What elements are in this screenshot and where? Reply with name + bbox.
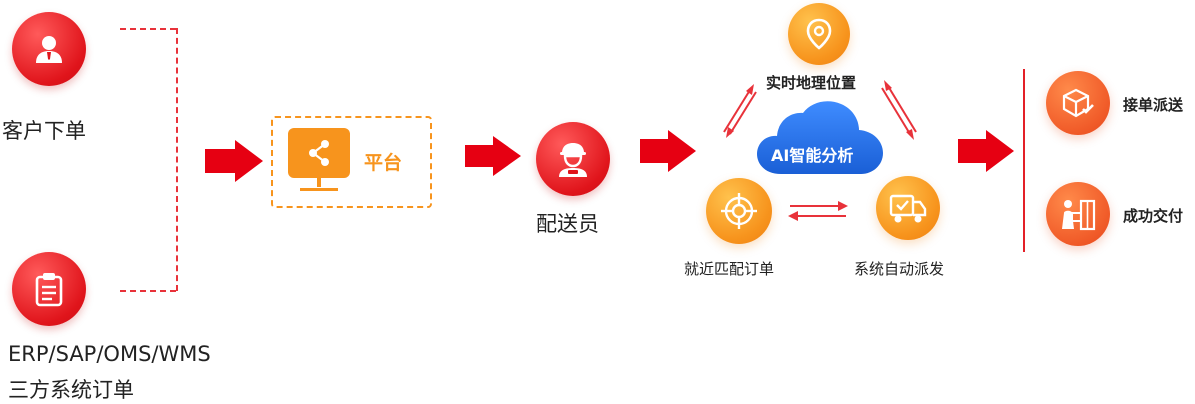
truck-icon xyxy=(889,194,927,223)
location-label: 实时地理位置 xyxy=(766,74,857,92)
arrow-to-platform xyxy=(205,140,263,182)
dispatch-circle xyxy=(876,176,940,240)
match-circle xyxy=(706,178,772,244)
connector-bottom xyxy=(120,290,176,292)
arrows-location-dispatch xyxy=(881,80,917,140)
share-icon xyxy=(309,140,329,166)
courier-icon xyxy=(559,143,587,177)
arrows-match-dispatch xyxy=(788,201,848,221)
arrows-match-location xyxy=(723,84,757,138)
connector-vertical xyxy=(176,28,178,291)
monitor-stand-icon xyxy=(300,178,338,191)
crosshair-icon xyxy=(721,193,757,229)
accept-circle xyxy=(1046,71,1110,135)
location-circle xyxy=(788,3,850,65)
clipboard-icon xyxy=(35,273,63,307)
platform-icon-tile xyxy=(288,128,350,178)
deliver-circle xyxy=(1046,182,1110,246)
delivery-person-icon xyxy=(1062,199,1096,231)
ai-cloud-icon xyxy=(757,101,883,174)
erp-label-line1: ERP/SAP/OMS/WMS xyxy=(8,342,211,366)
deliver-label: 成功交付 xyxy=(1123,207,1184,225)
dispatch-label: 系统自动派发 xyxy=(854,260,945,278)
results-divider xyxy=(1023,69,1025,252)
arrow-to-ai xyxy=(640,130,696,172)
arrow-to-courier xyxy=(465,136,521,176)
ai-cloud-label: AI智能分析 xyxy=(771,146,854,165)
package-check-icon xyxy=(1062,88,1094,118)
user-icon xyxy=(36,36,62,63)
platform-box xyxy=(271,116,432,208)
erp-circle xyxy=(12,252,86,326)
courier-label: 配送员 xyxy=(536,212,599,236)
courier-circle xyxy=(536,122,610,196)
match-label: 就近匹配订单 xyxy=(684,260,775,278)
platform-label: 平台 xyxy=(364,152,403,174)
arrow-to-results xyxy=(958,130,1014,172)
accept-label: 接单派送 xyxy=(1123,96,1184,114)
connector-top xyxy=(120,28,176,30)
customer-label: 客户下单 xyxy=(2,119,86,143)
erp-label-line2: 三方系统订单 xyxy=(8,378,134,402)
location-pin-icon xyxy=(806,18,832,50)
customer-circle xyxy=(12,12,86,86)
